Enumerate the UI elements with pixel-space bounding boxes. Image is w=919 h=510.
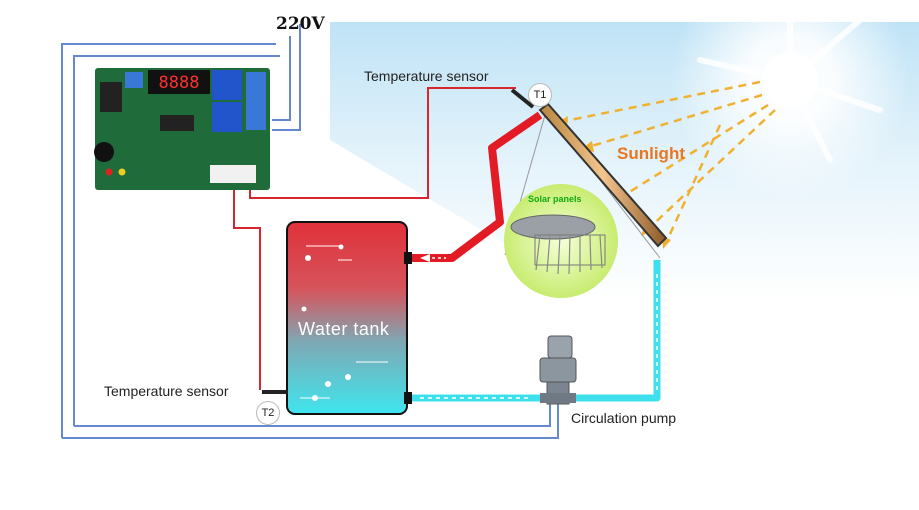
led-digits: 8888: [159, 73, 200, 93]
sun-icon: [697, 7, 883, 163]
solar-panel-image: [504, 184, 618, 298]
terminal-block: [246, 72, 266, 130]
power-jack: [100, 82, 122, 112]
chip: [160, 115, 194, 131]
t1-badge: T1: [528, 83, 552, 107]
temperature-sensor-label-top: Temperature sensor: [364, 68, 489, 84]
water-tank-label: Water tank: [298, 319, 390, 339]
solar-panel: [538, 102, 668, 248]
led-display: [148, 70, 210, 94]
circulation-pump-icon: [539, 335, 577, 405]
buzzer: [94, 142, 114, 162]
t1-probe: [510, 88, 535, 109]
power-label: 220V: [276, 14, 325, 34]
solar-panels-label: Solar panels: [528, 194, 582, 204]
controller-board: 8888: [94, 68, 270, 190]
sensor-wiring: [233, 87, 516, 390]
sun-rays: [559, 80, 776, 246]
sunlight-label: Sunlight: [617, 144, 685, 163]
relay-2: [212, 102, 242, 132]
water-tank: [286, 221, 412, 415]
t2-badge: T2: [256, 401, 280, 425]
circulation-pump-label: Circulation pump: [571, 410, 677, 426]
relay-1: [212, 70, 242, 100]
power-wiring: [61, 24, 559, 439]
temperature-sensor-label-bottom: Temperature sensor: [104, 383, 229, 399]
sensor-connector: [210, 165, 256, 183]
